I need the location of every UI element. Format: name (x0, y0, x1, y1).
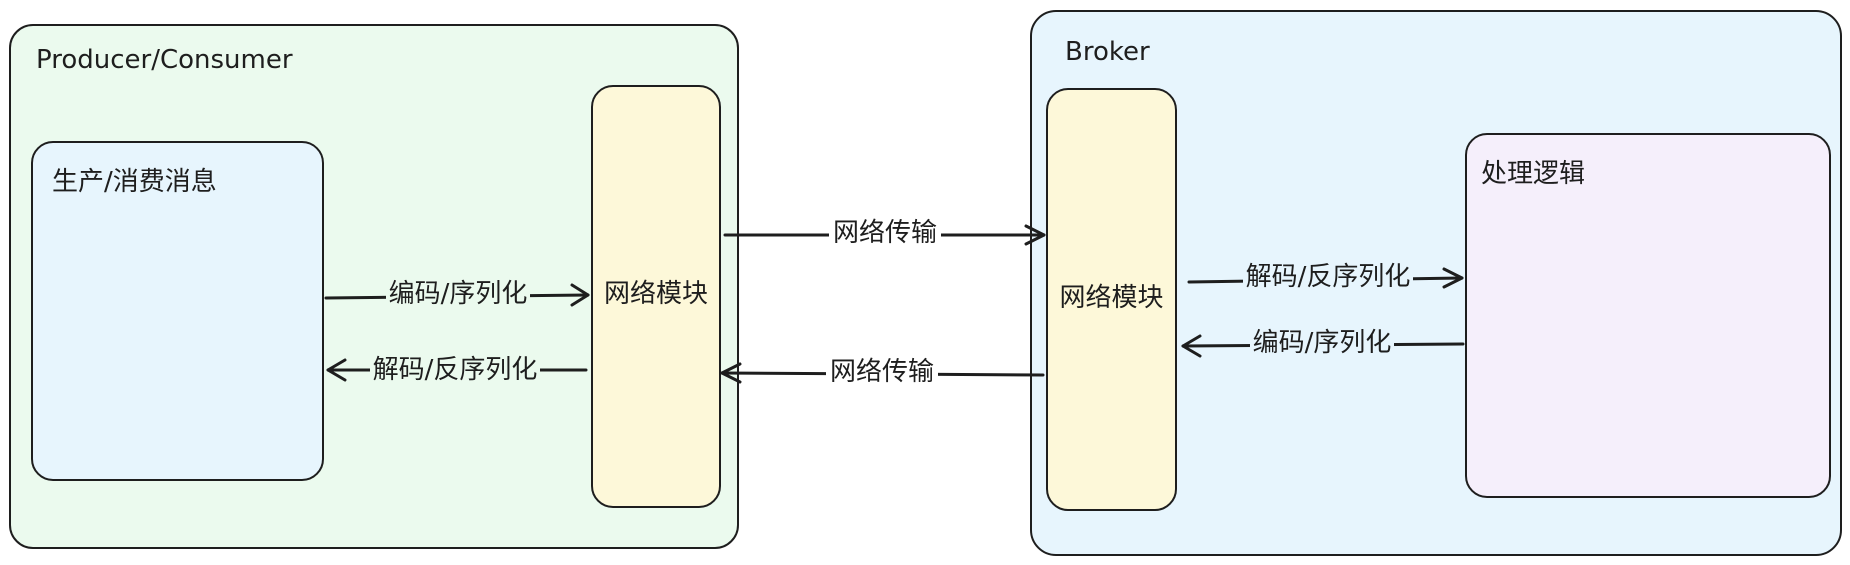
processing-logic-box (1465, 133, 1831, 498)
broker-decode-label: 解码/反序列化 (1242, 262, 1414, 292)
producer-encode-label: 编码/序列化 (385, 279, 531, 309)
producer-decode-label-wrap: 解码/反序列化 (356, 355, 554, 385)
processing-logic-label: 处理逻辑 (1481, 159, 1586, 189)
producer-network-module-label: 网络模块 (603, 279, 708, 309)
transport-top-label-wrap: 网络传输 (820, 218, 950, 248)
broker-title: Broker (1065, 37, 1150, 67)
broker-decode-label-wrap: 解码/反序列化 (1230, 262, 1426, 292)
transport-top-label: 网络传输 (828, 218, 941, 248)
producer-encode-label-wrap: 编码/序列化 (378, 279, 538, 309)
broker-encode-label: 编码/序列化 (1249, 328, 1395, 358)
transport-bottom-label: 网络传输 (825, 357, 938, 387)
broker-network-module-label: 网络模块 (1059, 283, 1164, 313)
transport-bottom-label-wrap: 网络传输 (817, 357, 947, 387)
produce-consume-box (31, 141, 324, 481)
produce-consume-label: 生产/消费消息 (52, 167, 217, 197)
producer-decode-label: 解码/反序列化 (369, 355, 541, 385)
producer-network-module (591, 85, 721, 508)
broker-encode-label-wrap: 编码/序列化 (1242, 328, 1402, 358)
producer-consumer-title: Producer/Consumer (36, 45, 293, 75)
broker-network-module (1046, 88, 1177, 511)
